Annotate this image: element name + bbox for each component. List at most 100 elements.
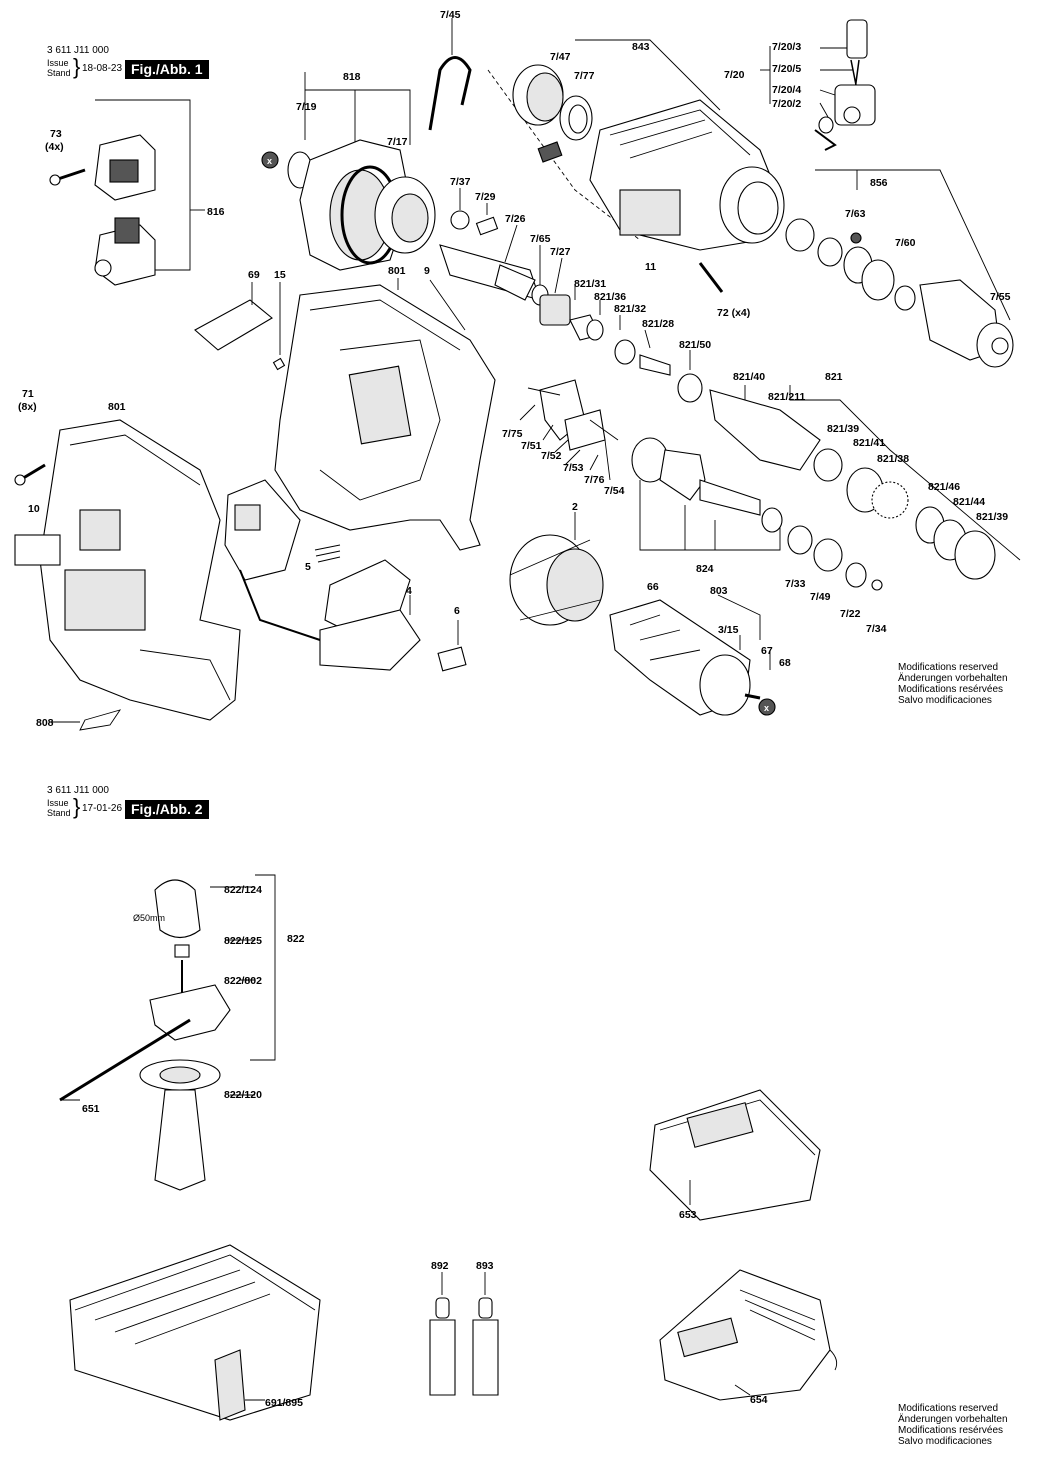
callout: 654 <box>750 1394 768 1406</box>
callout: 7/47 <box>550 51 571 63</box>
callout: 7/75 <box>502 428 523 440</box>
callout: 6 <box>454 605 460 617</box>
callout: 7/34 <box>866 623 887 635</box>
callout: 821/32 <box>614 303 646 315</box>
callout: 821/44 <box>953 496 985 508</box>
x-marker: x <box>267 156 272 166</box>
callout: 7/20 <box>724 69 745 81</box>
callout: 822 <box>287 933 305 945</box>
callout: 821/28 <box>642 318 674 330</box>
callout: 7/26 <box>505 213 526 225</box>
brace-glyph: } <box>73 794 81 819</box>
part-motor-pack <box>224 479 604 672</box>
callout: 821/40 <box>733 371 765 383</box>
modifications-note-fig2: Modifications reserved Änderungen vorbeh… <box>898 1403 1008 1447</box>
mod-line: Modifications resérvées <box>898 684 1004 695</box>
part-grease-tubes <box>429 1272 499 1396</box>
callout: 4 <box>406 585 412 597</box>
mod-line: Salvo modificaciones <box>898 695 992 706</box>
callout: 5 <box>305 561 311 573</box>
callout: 7/76 <box>584 474 605 486</box>
part-bearing-flange-818 <box>261 72 436 271</box>
issue-label: Issue <box>47 798 69 808</box>
callout: 11 <box>645 261 656 273</box>
callout: 71 <box>22 388 34 400</box>
callout: 7/33 <box>785 578 806 590</box>
callout: 821/39 <box>976 511 1008 523</box>
callout: 66 <box>647 581 659 593</box>
callout: 821/50 <box>679 339 711 351</box>
callout: 803 <box>710 585 728 597</box>
callout: 7/49 <box>810 591 831 603</box>
callout: 7/65 <box>530 233 551 245</box>
issue-date-fig1: 18-08-23 <box>82 63 123 74</box>
callout: 821/41 <box>853 437 885 449</box>
part-switch-group-7-5x <box>519 379 619 481</box>
callout: 821/39 <box>827 423 859 435</box>
callout: 2 <box>572 501 578 513</box>
part-switch-lever-7-20 <box>760 19 876 151</box>
issue-stand-fig1: Issue Stand <box>47 58 71 78</box>
mod-line: Modifications reserved <box>898 1403 999 1414</box>
callout: 7/60 <box>895 237 916 249</box>
callout: 7/20/3 <box>772 41 801 53</box>
callout: 843 <box>632 41 650 53</box>
part-battery-pack-653 <box>649 1089 821 1221</box>
callout: 892 <box>431 1260 449 1272</box>
mod-line: Änderungen vorbehalten <box>898 673 1008 684</box>
callout: 7/52 <box>541 450 562 462</box>
callout: 7/27 <box>550 246 571 258</box>
callout: 801 <box>388 265 406 277</box>
callout: 816 <box>207 206 225 218</box>
callout: 822/125 <box>224 935 262 947</box>
part-charger-654 <box>659 1269 838 1401</box>
doc-number-fig2: 3 611 J11 000 <box>47 785 109 796</box>
part-label-plate-69 <box>194 282 286 371</box>
callout: 67 <box>761 645 773 657</box>
callout: 69 <box>248 269 260 281</box>
issue-label: Issue <box>47 58 69 68</box>
x-marker: x <box>764 703 769 713</box>
part-clip-7-45 <box>428 18 472 131</box>
part-piston-group <box>439 188 571 326</box>
callout: 856 <box>870 177 888 189</box>
part-armature-803 <box>609 437 883 716</box>
callout: 893 <box>476 1260 494 1272</box>
mod-line: Salvo modificaciones <box>898 1436 992 1447</box>
callout: 7/77 <box>574 70 595 82</box>
part-housing-half-801 <box>274 278 496 551</box>
callout: 7/20/4 <box>772 84 801 96</box>
part-gear-housing-843 <box>487 39 785 251</box>
stand-label: Stand <box>47 808 71 818</box>
callout: 10 <box>28 503 40 515</box>
callout: 7/37 <box>450 176 471 188</box>
callout: 651 <box>82 1103 100 1115</box>
mod-line: Modifications resérvées <box>898 1425 1004 1436</box>
callout: 7/19 <box>296 101 317 113</box>
brace-glyph: } <box>73 54 81 79</box>
part-hammer-tube-821 <box>569 285 1021 580</box>
callout: 7/54 <box>604 485 625 497</box>
part-carrying-case-691-895 <box>69 1244 321 1421</box>
callout: 824 <box>696 563 714 575</box>
callout: (4x) <box>45 141 64 153</box>
callout: 73 <box>50 128 62 140</box>
callout: 822/802 <box>224 975 262 987</box>
callout: 7/63 <box>845 208 866 220</box>
callout: 808 <box>36 717 54 729</box>
callout: 7/53 <box>563 462 584 474</box>
callout: 15 <box>274 269 286 281</box>
callout: 691/895 <box>265 1397 303 1409</box>
issue-date-fig2: 17-01-26 <box>82 803 123 814</box>
figure-label-fig2: Fig./Abb. 2 <box>125 800 209 819</box>
mod-line: Modifications reserved <box>898 662 999 673</box>
callout: 7/17 <box>387 136 408 148</box>
part-housing-left-801 <box>14 419 241 731</box>
callout: (8x) <box>18 401 37 413</box>
callout: 72 (x4) <box>717 307 750 319</box>
diameter-label: Ø50mm <box>133 913 165 923</box>
callout: 821 <box>825 371 843 383</box>
part-brush-holder-816 <box>49 99 205 286</box>
callout: 7/20/5 <box>772 63 801 75</box>
